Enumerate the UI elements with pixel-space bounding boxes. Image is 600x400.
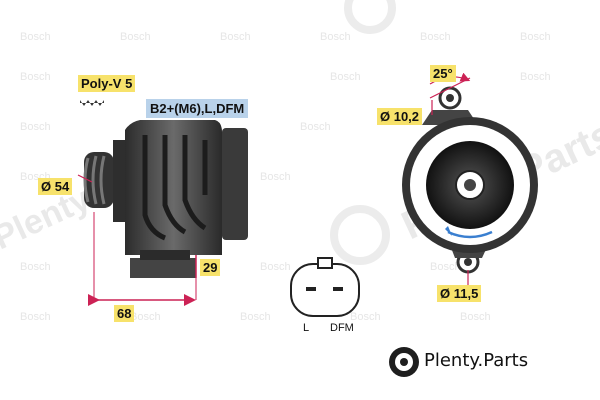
wm-6: Bosch (520, 31, 551, 43)
wm-14: Bosch (20, 261, 51, 273)
offset-label: 29 (200, 259, 221, 276)
wm-21: Bosch (460, 311, 491, 323)
wm-15: Bosch (260, 261, 291, 273)
alternator-side-view (77, 100, 248, 306)
wm-5: Bosch (420, 31, 451, 43)
alternator-front-view (402, 72, 538, 285)
wm-20: Bosch (350, 311, 381, 323)
pulley (84, 152, 114, 208)
wm-19: Bosch (240, 311, 271, 323)
plenty-logo-icon (389, 347, 419, 377)
wm-18: Bosch (130, 311, 161, 323)
wm-4: Bosch (320, 31, 351, 43)
belt-label: Poly-V 5 (78, 75, 136, 92)
mounting-foot (130, 258, 196, 278)
logo-name: Plenty (424, 350, 478, 371)
plenty-logo-text: Plenty.Parts (424, 352, 528, 370)
wm-8: Bosch (330, 71, 361, 83)
vent-slots (142, 135, 208, 241)
wm-1: Bosch (20, 31, 51, 43)
wm-16: Bosch (430, 261, 461, 273)
watermark-gear-icon (330, 205, 390, 265)
rotation-arrow-icon (447, 230, 493, 239)
wm-13: Bosch (260, 171, 291, 183)
wm-17: Bosch (20, 311, 51, 323)
wm-11: Bosch (300, 121, 331, 133)
connector-label-l: L (303, 322, 310, 334)
angle-label: 25° (430, 65, 456, 82)
pin-dfm (333, 287, 343, 291)
watermark-gear-icon-top (344, 0, 396, 34)
pin-l (306, 287, 316, 291)
wm-9: Bosch (520, 71, 551, 83)
hole-top-label: Ø 10,2 (377, 108, 423, 125)
wm-7: Bosch (20, 71, 51, 83)
pulley-diameter-label: Ø 54 (38, 178, 73, 195)
wm-10: Bosch (20, 121, 51, 133)
logo-suffix: .Parts (477, 350, 529, 371)
length-label: 68 (114, 305, 135, 322)
wm-2: Bosch (120, 31, 151, 43)
rear-cap (222, 128, 248, 240)
front-flange (113, 140, 125, 222)
wm-3: Bosch (220, 31, 251, 43)
connector-label-dfm: DFM (330, 322, 354, 334)
watermark-brand: Bosch Bosch Bosch Bosch Bosch Bosch Bosc… (20, 31, 551, 323)
belt-profile-icon (80, 100, 104, 106)
plug-connector (290, 257, 360, 317)
terminals-label: B2+(M6),L,DFM (146, 99, 249, 118)
dim-leader-54 (77, 174, 93, 183)
hole-bottom-label: Ø 11,5 (437, 285, 482, 302)
